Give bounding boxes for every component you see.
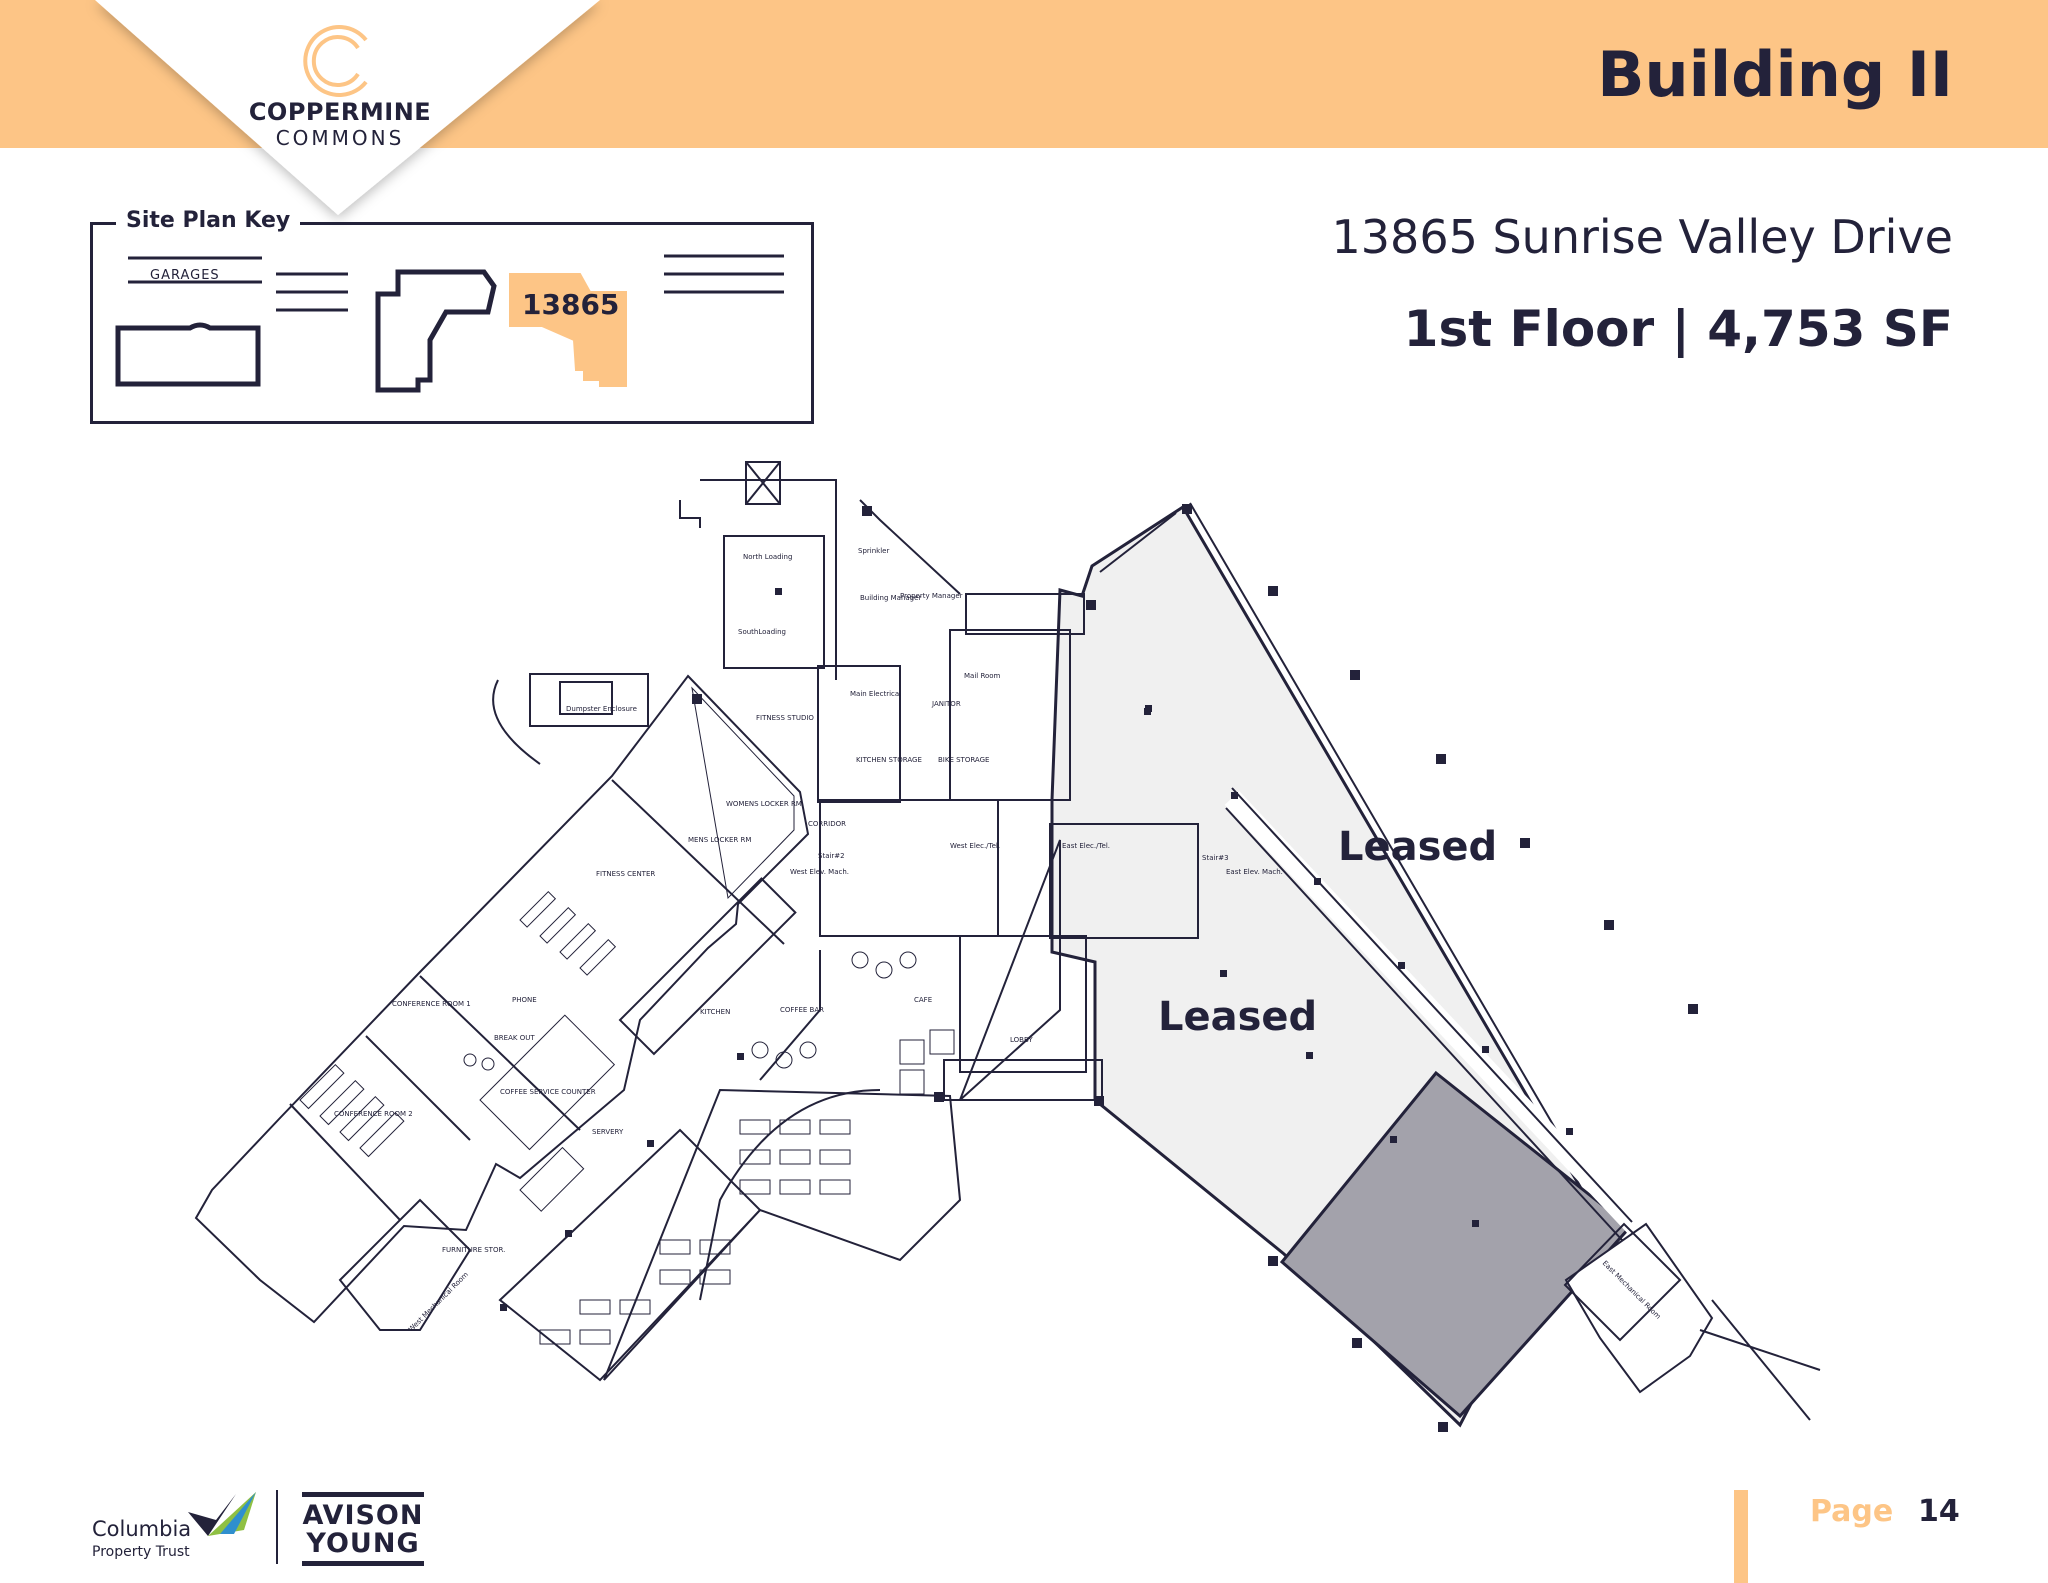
building-title: Building II [1597, 38, 1953, 111]
avison-young-logo: AVISON YOUNG [302, 1492, 424, 1566]
room-west-elec: West Elec./Tel. [950, 842, 1001, 850]
room-mail: Mail Room [964, 672, 1001, 680]
room-east-elev-mach: East Elev. Mach. [1226, 868, 1283, 876]
address: 13865 Sunrise Valley Drive [1331, 210, 1953, 264]
room-furniture-stor: FURNITURE STOR. [442, 1246, 506, 1254]
room-kitchen: KITCHEN [700, 1008, 731, 1016]
site-plan-key-map [115, 254, 784, 393]
room-stair2: Stair#2 [818, 852, 845, 860]
columbia-checkmark-icon [188, 1492, 256, 1536]
columbia-subtitle: Property Trust [92, 1544, 190, 1560]
room-fitness-center: FITNESS CENTER [596, 870, 656, 878]
garages-label: GARAGES [150, 268, 220, 283]
room-north-loading: North Loading [743, 553, 793, 561]
ay-bar-bottom [302, 1561, 424, 1566]
room-conference-1: CONFERENCE ROOM 1 [392, 1000, 471, 1008]
room-servery: SERVERY [592, 1128, 624, 1136]
page-accent-bar [1734, 1490, 1748, 1583]
page-number: 14 [1918, 1494, 1960, 1529]
logo-subtitle: COMMONS [275, 126, 405, 150]
room-janitor: JANITOR [932, 700, 961, 708]
site-plan-key-box [90, 222, 814, 424]
room-womens-locker: WOMENS LOCKER RM [726, 800, 802, 808]
leased-label-upper: Leased [1338, 824, 1498, 870]
room-phone: PHONE [512, 996, 537, 1004]
room-building-manager: Building Manager [860, 594, 922, 602]
room-fitness-studio: FITNESS STUDIO [756, 714, 814, 722]
room-west-elev-mach: West Elev. Mach. [790, 868, 849, 876]
room-break-out: BREAK OUT [494, 1034, 535, 1042]
key-building-number: 13865 [522, 288, 620, 321]
logo-name: COPPERMINE [248, 98, 432, 126]
room-dumpster: Dumpster Enclosure [566, 705, 637, 713]
room-south-loading: SouthLoading [738, 628, 786, 636]
footer-divider [276, 1490, 278, 1564]
coppermine-c-icon [303, 25, 368, 97]
ay-line-1: AVISON [302, 1500, 424, 1531]
page-label: Page [1810, 1494, 1894, 1529]
room-conference-2: CONFERENCE ROOM 2 [334, 1110, 413, 1118]
ay-bar-top [302, 1492, 424, 1497]
room-east-elec: East Elec./Tel. [1062, 842, 1110, 850]
room-corridor: CORRIDOR [808, 820, 846, 828]
room-cafe: CAFE [914, 996, 933, 1004]
site-plan-key-title: Site Plan Key [116, 208, 301, 233]
room-coffee-service: COFFEE SERVICE COUNTER [500, 1088, 596, 1096]
floor-info: 1st Floor | 4,753 SF [1403, 300, 1953, 358]
columbia-name: Columbia [92, 1517, 192, 1541]
coppermine-logo: COPPERMINE COMMONS [200, 12, 480, 152]
room-coffee-bar: COFFEE BAR [780, 1006, 824, 1014]
ay-line-2: YOUNG [306, 1528, 420, 1559]
room-sprinkler: Sprinkler [858, 547, 890, 555]
room-kitchen-storage: KITCHEN STORAGE [856, 756, 922, 764]
room-main-electrical: Main Electrical [850, 690, 902, 698]
room-mens-locker: MENS LOCKER RM [688, 836, 752, 844]
room-bike-storage: BIKE STORAGE [938, 756, 990, 764]
room-stair3: Stair#3 [1202, 854, 1229, 862]
leased-label-lower: Leased [1158, 994, 1318, 1040]
room-lobby: LOBBY [1010, 1036, 1033, 1044]
room-property-manager: Property Manager [900, 592, 963, 600]
